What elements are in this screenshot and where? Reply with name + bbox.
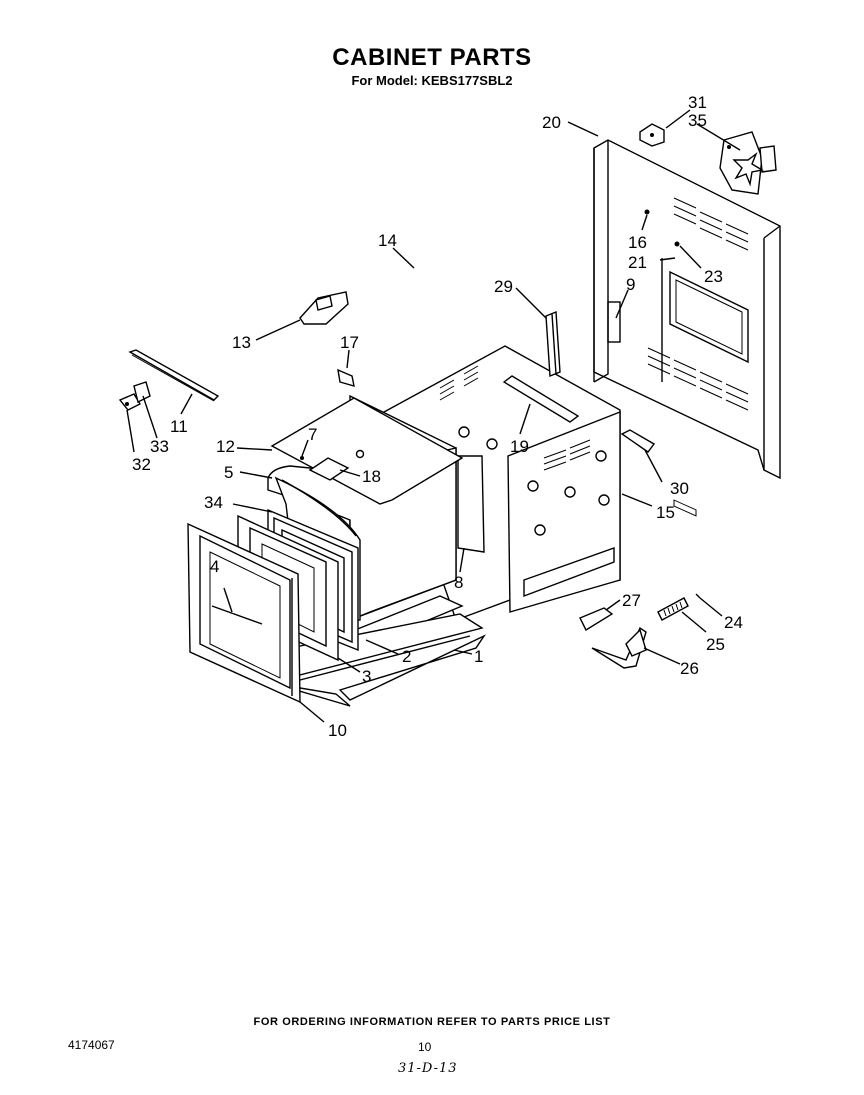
spring-part-25 [657,597,689,621]
callout-labels: 20 31 35 16 21 23 9 14 29 13 17 11 33 32… [132,93,743,740]
callout-17: 17 [340,333,359,352]
callout-15: 15 [656,503,675,522]
callout-20: 20 [542,113,561,132]
callout-12: 12 [216,437,235,456]
callout-13: 13 [232,333,251,352]
callout-1: 1 [474,647,483,666]
rear-panel-part [593,139,781,517]
callout-26: 26 [680,659,699,678]
clip-part-17 [337,368,355,387]
callout-33: 33 [150,437,169,456]
top-panel-part-12 [270,397,464,505]
page-title: CABINET PARTS [332,44,532,71]
callout-35: 35 [688,111,707,130]
callout-3: 3 [362,667,371,686]
handwritten-note: 31-D-13 [398,1061,458,1076]
callout-19: 19 [510,437,529,456]
cabinet-body [383,310,656,621]
document-number: 4174067 [68,1038,115,1052]
rail-part-11 [128,349,220,402]
page-number: 10 [418,1040,432,1054]
callout-10: 10 [328,721,347,740]
mounting-plate-part-35 [719,131,777,195]
exploded-parts-diagram: 20 31 35 16 21 23 9 14 29 13 17 11 33 32… [118,93,781,740]
callout-14: 14 [378,231,397,250]
callout-25: 25 [706,635,725,654]
bracket-part-32-33 [118,381,151,411]
rod-part-14 [376,260,468,298]
callout-27: 27 [622,591,641,610]
callout-2: 2 [402,647,411,666]
callout-8: 8 [454,573,463,592]
callout-9: 9 [626,275,635,294]
pin-part-24 [695,593,701,599]
callout-24: 24 [724,613,743,632]
callout-21: 21 [628,253,647,272]
callout-16: 16 [628,233,647,252]
callout-30: 30 [670,479,689,498]
callout-23: 23 [704,267,723,286]
leader-lines [126,109,741,723]
callout-34: 34 [204,493,223,512]
callout-7: 7 [308,425,317,444]
callout-11: 11 [170,417,188,436]
callout-18: 18 [362,467,381,486]
model-subtitle: For Model: KEBS177SBL2 [351,73,513,88]
callout-5: 5 [224,463,233,482]
bracket-part-31 [639,123,665,147]
bracket-part-26 [591,626,647,669]
ordering-note: FOR ORDERING INFORMATION REFER TO PARTS … [253,1016,611,1028]
bracket-part-13 [299,291,349,325]
callout-4: 4 [210,557,219,576]
callout-29: 29 [494,277,513,296]
bracket-part-27 [579,607,614,631]
callout-32: 32 [132,455,151,474]
callout-31: 31 [688,93,707,112]
